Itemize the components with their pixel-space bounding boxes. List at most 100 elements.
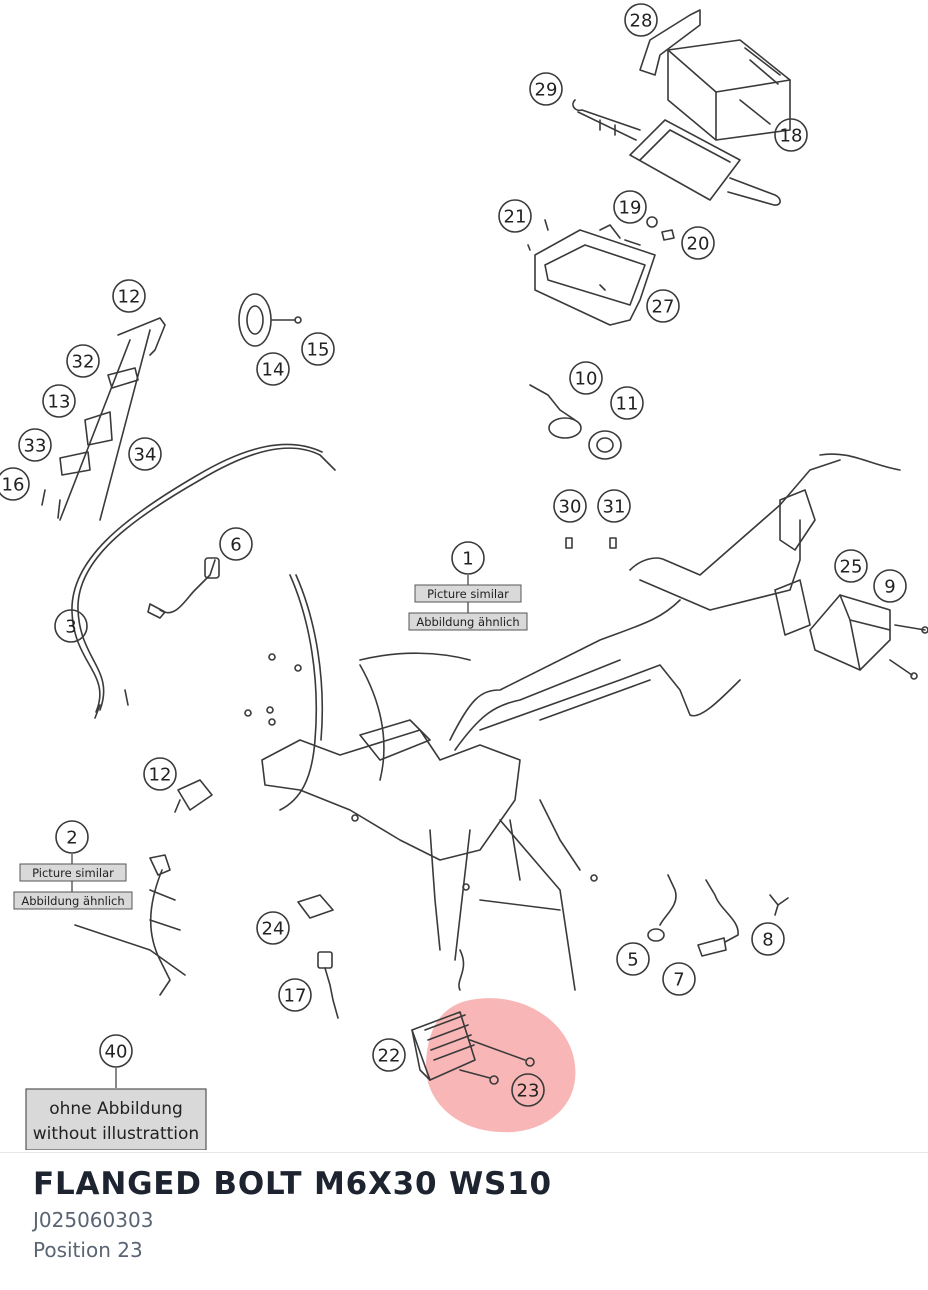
- callout-circle: [569, 361, 603, 395]
- callout-22[interactable]: 22: [372, 1038, 406, 1072]
- connector-17-part[interactable]: [317, 951, 339, 1019]
- callout-label: 1: [462, 549, 473, 570]
- callout-12[interactable]: 12: [112, 279, 146, 313]
- callout-label: 16: [2, 475, 25, 496]
- nut-washer-part[interactable]: [646, 216, 675, 241]
- callout-18[interactable]: 18: [774, 118, 808, 152]
- flanged-bolt-23-part[interactable]: [459, 1039, 535, 1085]
- callout-label: 24: [262, 919, 285, 940]
- part-info-panel: FLANGED BOLT M6X30 WS10 J025060303 Posit…: [33, 1166, 908, 1262]
- mounting-bracket-assembly-part[interactable]: [41, 317, 166, 521]
- callout-circle: [256, 352, 290, 386]
- callout-27[interactable]: 27: [646, 289, 680, 323]
- svg-text:without illustrattion: without illustrattion: [33, 1124, 199, 1144]
- callout-circle: [597, 489, 631, 523]
- callout-31[interactable]: 31: [597, 489, 631, 523]
- callout-25[interactable]: 25: [834, 549, 868, 583]
- callout-label: 9: [884, 577, 895, 598]
- callout-label: 33: [24, 436, 47, 457]
- callout-label: 8: [762, 930, 773, 951]
- callout-circle: [18, 428, 52, 462]
- callout-circle: [624, 3, 658, 37]
- voltage-regulator-22-part[interactable]: [411, 1011, 476, 1081]
- connector-24-part[interactable]: [297, 894, 334, 919]
- callout-label: 12: [149, 765, 172, 786]
- callout-circle: [553, 489, 587, 523]
- callout-30[interactable]: 30: [553, 489, 587, 523]
- holder-tray-part[interactable]: [527, 219, 656, 326]
- main-wiring-harness-part[interactable]: [244, 453, 901, 991]
- callout-34[interactable]: 34: [128, 437, 162, 471]
- callout-circle: [128, 437, 162, 471]
- callout-9[interactable]: 9: [873, 569, 907, 603]
- sensor-7-part[interactable]: [697, 879, 739, 957]
- callout-5[interactable]: 5: [616, 942, 650, 976]
- callout-label: 27: [652, 297, 675, 318]
- callout-circle: [301, 332, 335, 366]
- callout-12[interactable]: 12: [143, 757, 177, 791]
- callout-8[interactable]: 8: [751, 922, 785, 956]
- callout-label: 2: [66, 828, 77, 849]
- callout-circle: [372, 1038, 406, 1072]
- callout-circle: [774, 118, 808, 152]
- sensor-6-part[interactable]: [147, 557, 220, 619]
- callout-13[interactable]: 13: [42, 384, 76, 418]
- callout-23[interactable]: 23: [511, 1073, 545, 1107]
- callout-20[interactable]: 20: [681, 226, 715, 260]
- callout-6[interactable]: 6: [219, 527, 253, 561]
- callout-1[interactable]: 1: [451, 541, 485, 575]
- callout-10[interactable]: 10: [569, 361, 603, 395]
- svg-text:Abbildung ähnlich: Abbildung ähnlich: [416, 615, 519, 629]
- callout-7[interactable]: 7: [662, 962, 696, 996]
- callout-21[interactable]: 21: [498, 199, 532, 233]
- socket-part[interactable]: [529, 384, 622, 460]
- callout-33[interactable]: 33: [18, 428, 52, 462]
- callout-19[interactable]: 19: [613, 190, 647, 224]
- sensor-5-part[interactable]: [647, 874, 677, 942]
- callout-circle: [42, 384, 76, 418]
- callout-label: 10: [575, 369, 598, 390]
- connector-12-part[interactable]: [174, 779, 213, 813]
- highlight-position-23[interactable]: [425, 998, 576, 1133]
- sub-harness-part[interactable]: [74, 854, 186, 996]
- callout-2[interactable]: 2: [55, 820, 89, 854]
- callout-circle: [616, 942, 650, 976]
- callout-3[interactable]: 3: [54, 609, 88, 643]
- callout-24[interactable]: 24: [256, 911, 290, 945]
- note-without-illustration: ohne Abbildung without illustrattion: [25, 1088, 207, 1150]
- callout-29[interactable]: 29: [529, 72, 563, 106]
- relay-block-part[interactable]: [774, 579, 928, 680]
- horn-part[interactable]: [238, 293, 302, 347]
- callout-label: 11: [616, 394, 639, 415]
- callout-circle: [498, 199, 532, 233]
- callout-label: 12: [118, 287, 141, 308]
- callout-circle: [610, 386, 644, 420]
- callout-16[interactable]: 16: [0, 467, 30, 501]
- callout-label: 34: [134, 445, 157, 466]
- callout-circle: [451, 541, 485, 575]
- callout-32[interactable]: 32: [66, 344, 100, 378]
- callout-circle: [511, 1073, 545, 1107]
- callout-circle: [646, 289, 680, 323]
- cable-3-part[interactable]: [71, 443, 336, 719]
- callout-40[interactable]: 40: [99, 1034, 133, 1068]
- clip-8-part[interactable]: [769, 894, 789, 916]
- callout-14[interactable]: 14: [256, 352, 290, 386]
- callout-11[interactable]: 11: [610, 386, 644, 420]
- callout-circle: [143, 757, 177, 791]
- callout-label: 29: [535, 80, 558, 101]
- svg-text:ohne Abbildung: ohne Abbildung: [49, 1099, 183, 1119]
- callout-circle: [613, 190, 647, 224]
- callout-15[interactable]: 15: [301, 332, 335, 366]
- control-unit-part[interactable]: [639, 9, 791, 141]
- callout-circle: [0, 467, 30, 501]
- carrier-bracket-part[interactable]: [572, 99, 781, 206]
- callout-label: 13: [48, 392, 71, 413]
- callout-17[interactable]: 17: [278, 978, 312, 1012]
- callout-circle: [112, 279, 146, 313]
- callout-label: 28: [630, 11, 653, 32]
- callout-28[interactable]: 28: [624, 3, 658, 37]
- position-line: Position 23: [33, 1238, 908, 1262]
- fuse-connectors-part[interactable]: [565, 537, 617, 549]
